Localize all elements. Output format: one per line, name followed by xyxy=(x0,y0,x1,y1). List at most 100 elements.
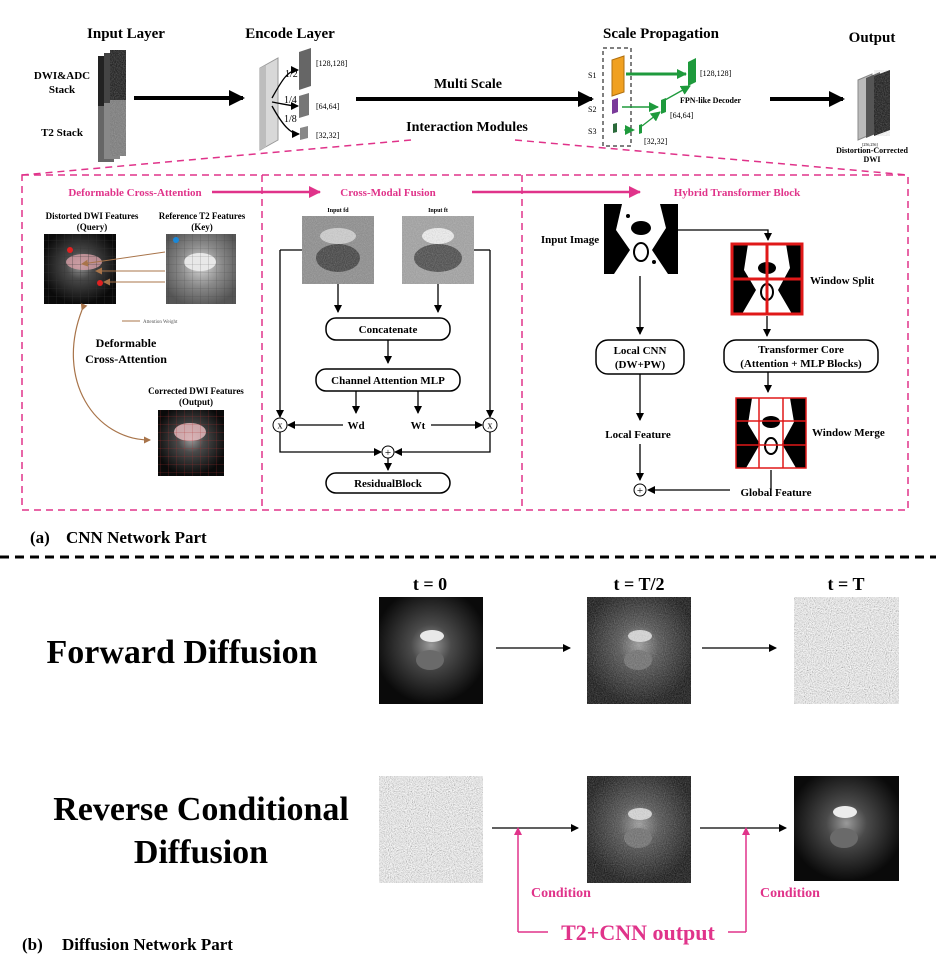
scale-s1-block xyxy=(611,55,625,97)
wt-label: Wt xyxy=(411,420,426,432)
time-t0-label: t = 0 xyxy=(413,574,447,594)
dca-label-line1: Deformable xyxy=(96,336,157,350)
multi-scale-label: Multi Scale xyxy=(434,77,502,92)
forward-image-t0 xyxy=(379,597,483,704)
input-to-split-arrow xyxy=(678,229,772,241)
corrected-feature-map xyxy=(158,410,224,476)
mul-right-to-add xyxy=(394,432,491,456)
scale-stack-box xyxy=(602,47,632,147)
input-ft-image xyxy=(402,216,474,284)
global-feature-label: Global Feature xyxy=(741,487,812,499)
query-label-line2: (Query) xyxy=(77,222,108,232)
panel1-title: Deformable Cross-Attention xyxy=(68,187,201,199)
part-b-tag: (b) xyxy=(22,935,43,954)
add-hybrid-symbol: + xyxy=(637,485,643,497)
time-tmid-label: t = T/2 xyxy=(614,574,665,594)
multiply-node-left: x xyxy=(272,417,288,433)
reverse-image-output xyxy=(794,776,899,881)
add-node-fusion: + xyxy=(381,445,395,459)
local-cnn-line2: (DW+PW) xyxy=(615,359,666,371)
encode-dim-32: [32,32] xyxy=(316,131,340,140)
dca-curve-arrow xyxy=(72,303,151,444)
key-feature-map xyxy=(166,234,236,304)
interaction-modules-label: Interaction Modules xyxy=(406,120,528,135)
encode-scale-quarter: 1/4 xyxy=(284,95,297,106)
part-a-tag: (a) xyxy=(30,528,50,547)
forward-image-tmid xyxy=(587,597,691,704)
output-label-line1: Distortion-Corrected xyxy=(836,146,908,155)
dwi-adc-label-line1: DWI&ADC xyxy=(34,70,90,82)
encode-dim-128: [128,128] xyxy=(316,59,348,68)
residual-block-label: ResidualBlock xyxy=(354,478,423,490)
mul-left-to-add xyxy=(279,432,382,456)
decoder-up-arrow-2 xyxy=(641,111,661,127)
output-stack-image xyxy=(857,70,890,141)
output-feature-label-line2: (Output) xyxy=(179,397,213,407)
window-split-image xyxy=(730,242,804,316)
add-fusion-symbol: + xyxy=(385,447,391,459)
t2-cnn-output-label: T2+CNN output xyxy=(561,920,715,945)
multiply-right-symbol: x xyxy=(488,421,493,432)
fpn-decoder-label: FPN-like Decoder xyxy=(680,96,742,105)
reverse-diffusion-label-line2: Diffusion xyxy=(134,834,268,871)
multiply-left-symbol: x xyxy=(278,421,283,432)
scale-s1: S1 xyxy=(588,71,596,80)
output-title: Output xyxy=(849,30,896,46)
query-label-line1: Distorted DWI Features xyxy=(46,211,139,221)
key-label-line1: Reference T2 Features xyxy=(159,211,246,221)
local-cnn-line1: Local CNN xyxy=(614,345,667,357)
panel3-title: Hybrid Transformer Block xyxy=(674,187,801,199)
dwi-stack-image xyxy=(98,50,126,112)
forward-image-tT xyxy=(794,597,899,704)
scale-s2: S2 xyxy=(588,105,596,114)
attention-weight-label: Attention Weight xyxy=(143,320,178,325)
attention-arrow-1 xyxy=(81,251,166,267)
encode-layer-title: Encode Layer xyxy=(245,26,335,42)
residual-block-node: ResidualBlock xyxy=(325,472,451,494)
transformer-core-node: Transformer Core (Attention + MLP Blocks… xyxy=(723,339,879,373)
encode-scale-eighth: 1/8 xyxy=(284,114,297,125)
key-label-line2: (Key) xyxy=(191,222,213,232)
decoder-dim-128: [128,128] xyxy=(700,69,732,78)
forward-diffusion-label: Forward Diffusion xyxy=(46,634,317,671)
part-a-label: CNN Network Part xyxy=(66,528,207,547)
multiply-node-right: x xyxy=(482,417,498,433)
condition-label-2: Condition xyxy=(760,886,820,901)
decoder-128-block xyxy=(688,58,696,86)
input-fd-image xyxy=(302,216,374,284)
window-split-label: Window Split xyxy=(810,275,875,287)
scale-s3: S3 xyxy=(588,127,596,136)
local-feature-label: Local Feature xyxy=(605,429,671,441)
input-fd-label: Input fd xyxy=(327,208,349,214)
decoder-dim-32: [32,32] xyxy=(644,137,668,146)
scale-s3-block xyxy=(613,123,617,133)
channel-attention-node: Channel Attention MLP xyxy=(315,368,461,392)
query-feature-map xyxy=(44,234,116,304)
zoom-line-right xyxy=(514,139,909,176)
local-cnn-node: Local CNN (DW+PW) xyxy=(595,339,685,375)
input-ft-label: Input ft xyxy=(428,208,448,214)
encoder-block xyxy=(259,48,311,151)
input-image-label: Input Image xyxy=(541,234,599,246)
wd-label: Wd xyxy=(347,420,364,432)
input-image-binary xyxy=(604,204,678,274)
reverse-image-noise xyxy=(379,776,483,883)
decoder-64-block xyxy=(661,98,666,114)
scale-s2-block xyxy=(612,98,618,114)
zoom-line-left xyxy=(21,139,412,176)
output-dim: [256,256] xyxy=(862,142,878,148)
dca-label-line2: Cross-Attention xyxy=(85,352,167,366)
output-feature-label-line1: Corrected DWI Features xyxy=(148,386,244,396)
add-node-hybrid: + xyxy=(633,483,647,497)
transformer-core-line2: (Attention + MLP Blocks) xyxy=(740,358,862,370)
condition-label-1: Condition xyxy=(531,886,591,901)
scale-propagation-title: Scale Propagation xyxy=(603,26,720,42)
t2-stack-label: T2 Stack xyxy=(41,127,84,139)
panel2-title: Cross-Modal Fusion xyxy=(340,187,435,199)
concatenate-label: Concatenate xyxy=(359,324,418,336)
decoder-up-arrow-1 xyxy=(664,85,691,101)
decoder-32-block xyxy=(639,124,642,134)
t2-stack-image xyxy=(98,100,126,162)
reverse-image-tmid xyxy=(587,776,691,883)
